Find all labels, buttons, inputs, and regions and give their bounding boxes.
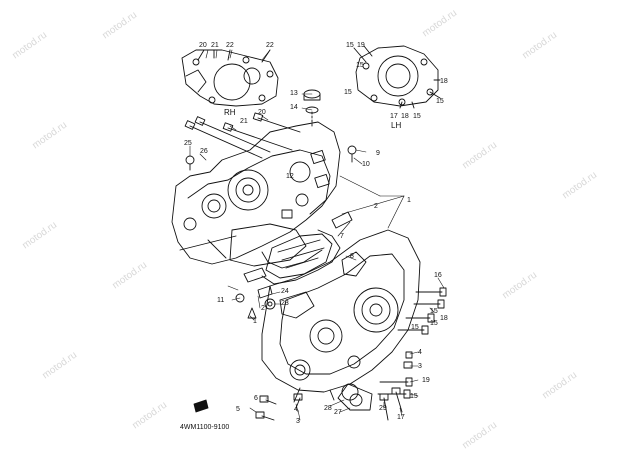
callout-label: 3 xyxy=(296,418,300,425)
callout-label: 27 xyxy=(334,409,342,416)
left-crankcase-half xyxy=(261,229,421,403)
callout-label: 29 xyxy=(379,405,387,412)
callout-label: 18 xyxy=(440,315,448,322)
callout-label: 15 xyxy=(410,393,418,400)
callout-label: 23 xyxy=(281,300,289,307)
callout-label: 15 xyxy=(346,42,354,49)
callout-label: 19 xyxy=(422,377,430,384)
catalog-code: 4WM1100-9100 xyxy=(180,424,230,431)
callout-label: 22 xyxy=(266,42,274,49)
callout-label: 18 xyxy=(440,78,448,85)
callout-label: 24 xyxy=(281,288,289,295)
rh-gasket-inset xyxy=(181,49,279,107)
callout-label: 15 xyxy=(411,324,419,331)
callout-label: 17 xyxy=(397,414,405,421)
callout-label: 20 xyxy=(199,42,207,49)
dowel-pins xyxy=(185,145,357,319)
callout-label: 15 xyxy=(436,98,444,105)
oil-strainer-plate xyxy=(265,233,333,279)
bottom-small-parts xyxy=(193,351,413,421)
callout-label: 8 xyxy=(350,253,354,260)
callout-label: 7 xyxy=(340,233,344,240)
callout-label: 16 xyxy=(434,272,442,279)
leader-lines xyxy=(189,49,445,421)
callout-label: 25 xyxy=(184,140,192,147)
callout-label: 15 xyxy=(413,113,421,120)
callout-label: 15 xyxy=(356,62,364,69)
callout-label: 12 xyxy=(286,173,294,180)
callout-label: 17 xyxy=(390,113,398,120)
callout-label: 1 xyxy=(407,197,411,204)
callout-label: 15 xyxy=(344,89,352,96)
callout-label: 4 xyxy=(294,406,298,413)
callout-label: 3 xyxy=(418,363,422,370)
callout-label: 28 xyxy=(324,405,332,412)
callout-label: 26 xyxy=(200,148,208,155)
callout-label: 13 xyxy=(290,90,298,97)
callout-label: 9 xyxy=(376,150,380,157)
callout-label: 15 xyxy=(430,320,438,327)
callout-label: 5 xyxy=(236,406,240,413)
callout-label: 2 xyxy=(261,305,265,312)
callout-label: 22 xyxy=(226,42,234,49)
callout-label: 1 xyxy=(253,318,257,325)
crankcase-bolts xyxy=(184,112,301,159)
callout-label: 21 xyxy=(211,42,219,49)
right-crankcase-half xyxy=(171,121,341,285)
callout-label: 18 xyxy=(401,113,409,120)
callout-label: 21 xyxy=(240,118,248,125)
callout-label: 19 xyxy=(357,42,365,49)
callout-label: 15 xyxy=(430,308,438,315)
lh-gasket-inset xyxy=(353,45,441,109)
plug-and-oring xyxy=(303,89,321,129)
callout-label: 6 xyxy=(254,395,258,402)
callout-label: 10 xyxy=(362,161,370,168)
callout-label: 11 xyxy=(217,297,225,304)
callout-label: 2 xyxy=(374,203,378,210)
callout-label: 4 xyxy=(418,349,422,356)
callout-label: 14 xyxy=(290,104,298,111)
rh-label: RH xyxy=(224,108,236,117)
callout-label: 20 xyxy=(258,109,266,116)
lh-label: LH xyxy=(391,121,402,130)
